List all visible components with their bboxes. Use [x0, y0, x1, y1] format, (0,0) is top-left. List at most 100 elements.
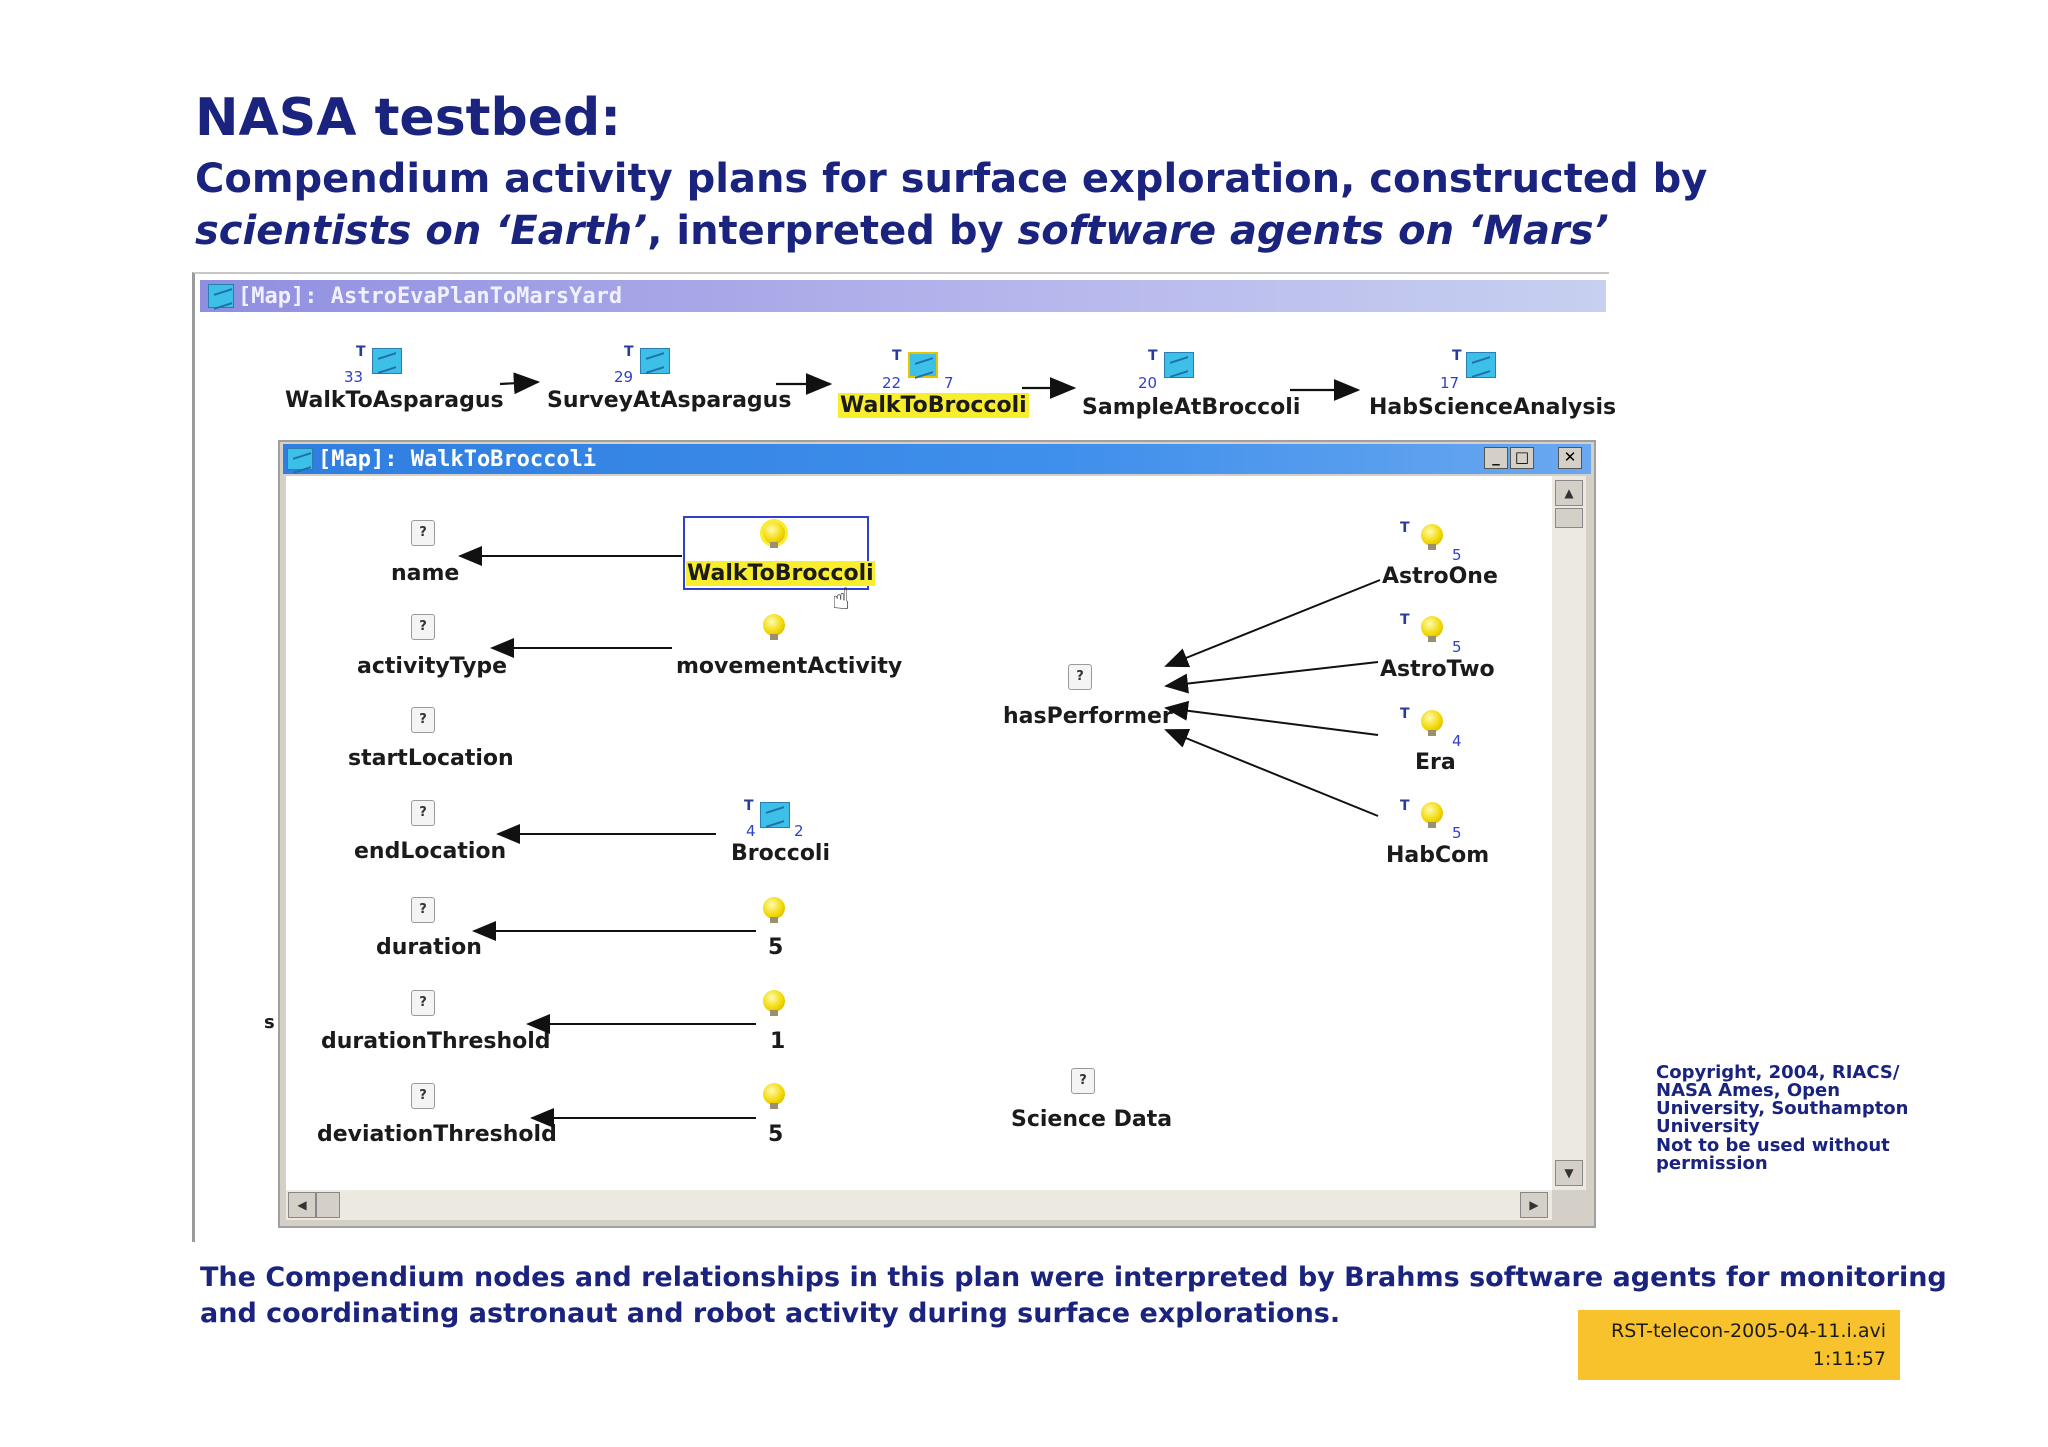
lightbulb-icon [763, 522, 785, 548]
node-label: SurveyAtAsparagus [547, 388, 792, 413]
idea-node-walk-to-broccoli[interactable]: WalkToBroccoli [686, 561, 875, 586]
question-node-science-data[interactable]: Science Data [1011, 1107, 1173, 1132]
vertical-scrollbar[interactable]: ▲ ▼ [1552, 476, 1586, 1190]
scroll-up-icon[interactable]: ▲ [1555, 480, 1583, 506]
map-node-icon [908, 352, 938, 378]
transclusion-mark: T [892, 348, 902, 364]
lightbulb-icon [1421, 524, 1443, 550]
attr-has-performer[interactable]: hasPerformer [1003, 704, 1173, 729]
map-node-icon [208, 284, 234, 308]
attr-start-location[interactable]: startLocation [348, 746, 514, 771]
close-button[interactable]: ✕ [1558, 447, 1582, 469]
subtitle-mars: software agents on ‘Mars’ [1017, 208, 1609, 254]
transclusion-mark: T [1400, 520, 1410, 536]
node-count: 17 [1440, 374, 1460, 392]
performer-era[interactable]: Era [1415, 750, 1456, 775]
scroll-right-icon[interactable]: ▶ [1520, 1192, 1548, 1218]
copyright-line: Copyright, 2004, RIACS/ [1656, 1062, 1900, 1083]
scroll-left-icon[interactable]: ◀ [288, 1192, 316, 1218]
question-node-icon: ? [411, 520, 435, 546]
transclusion-mark: T [744, 798, 754, 814]
attr-deviation-threshold[interactable]: deviationThreshold [317, 1122, 557, 1147]
node-label: WalkToAsparagus [285, 388, 504, 413]
question-node-icon: ? [411, 800, 435, 826]
performer-habcom[interactable]: HabCom [1386, 843, 1490, 868]
idea-node-deviation-threshold-value[interactable]: 5 [768, 1122, 784, 1147]
stray-text: s [264, 1012, 275, 1033]
outer-window-title: [Map]: AstroEvaPlanToMarsYard [238, 284, 623, 309]
node-count: 5 [1452, 638, 1462, 656]
node-extra-count: 2 [794, 822, 804, 840]
node-count: 22 [882, 374, 902, 392]
node-count: 29 [614, 368, 634, 386]
lightbulb-icon [763, 990, 785, 1016]
lightbulb-icon [1421, 710, 1443, 736]
caption-line1: The Compendium nodes and relationships i… [200, 1262, 1947, 1293]
question-node-icon: ? [411, 614, 435, 640]
caption-line2: and coordinating astronaut and robot act… [200, 1298, 1341, 1329]
attr-duration[interactable]: duration [376, 935, 482, 960]
slide-subtitle-line2: scientists on ‘Earth’, interpreted by so… [195, 208, 1609, 254]
attr-activity-type[interactable]: activityType [357, 654, 508, 679]
idea-node-movement-activity[interactable]: movementActivity [676, 654, 903, 679]
map-node-icon [1164, 352, 1194, 378]
lightbulb-icon [1421, 616, 1443, 642]
map-node-icon [760, 802, 790, 828]
question-node-icon: ? [1071, 1068, 1095, 1094]
node-count: 20 [1138, 374, 1158, 392]
attr-duration-threshold[interactable]: durationThreshold [321, 1029, 551, 1054]
node-label-selected: WalkToBroccoli [838, 393, 1029, 418]
node-count: 5 [1452, 546, 1462, 564]
minimize-button[interactable]: _ [1484, 447, 1508, 469]
node-count: 4 [1452, 732, 1462, 750]
outer-window-titlebar[interactable] [200, 280, 1606, 312]
selected-node-box[interactable] [683, 516, 869, 590]
attr-end-location[interactable]: endLocation [354, 839, 507, 864]
scroll-thumb[interactable] [316, 1192, 340, 1218]
copyright-line: University, Southampton [1656, 1098, 1909, 1119]
idea-node-duration-value[interactable]: 5 [768, 935, 784, 960]
transclusion-mark: T [1452, 348, 1462, 364]
transclusion-mark: T [1148, 348, 1158, 364]
transclusion-mark: T [1400, 798, 1410, 814]
inner-window-titlebar[interactable] [283, 444, 1591, 474]
node-extra-count: 7 [944, 374, 954, 392]
map-node-icon [640, 348, 670, 374]
performer-astro-one[interactable]: AstroOne [1382, 564, 1498, 589]
node-count: 5 [1452, 824, 1462, 842]
transclusion-mark: T [624, 344, 634, 360]
video-filename: RST-telecon-2005-04-11.i.avi [1611, 1320, 1886, 1342]
question-node-icon: ? [411, 1083, 435, 1109]
lightbulb-icon [763, 897, 785, 923]
question-node-icon: ? [411, 707, 435, 733]
node-count: 33 [344, 368, 364, 386]
horizontal-scrollbar[interactable]: ◀ ▶ [286, 1190, 1552, 1220]
lightbulb-icon [1421, 802, 1443, 828]
transclusion-mark: T [1400, 612, 1410, 628]
copyright-line: permission [1656, 1153, 1768, 1174]
attr-name[interactable]: name [391, 561, 460, 586]
copyright-line: University [1656, 1116, 1760, 1137]
question-node-icon: ? [411, 897, 435, 923]
scroll-down-icon[interactable]: ▼ [1555, 1160, 1583, 1186]
node-count: 4 [746, 822, 756, 840]
question-node-icon: ? [1068, 664, 1092, 690]
video-source-badge: RST-telecon-2005-04-11.i.avi 1:11:57 [1578, 1310, 1900, 1380]
map-node-icon [287, 448, 313, 470]
maximize-button[interactable]: □ [1510, 447, 1534, 469]
slide-subtitle-line1: Compendium activity plans for surface ex… [195, 156, 1708, 202]
idea-node-duration-threshold-value[interactable]: 1 [770, 1029, 786, 1054]
inner-window-title: [Map]: WalkToBroccoli [318, 447, 597, 472]
lightbulb-icon [763, 1083, 785, 1109]
scroll-thumb[interactable] [1555, 508, 1583, 528]
lightbulb-icon [763, 614, 785, 640]
node-label: SampleAtBroccoli [1082, 395, 1301, 420]
map-node-broccoli[interactable]: Broccoli [731, 841, 831, 866]
node-label: HabScienceAnalysis [1369, 395, 1617, 420]
subtitle-earth: scientists on ‘Earth’ [195, 208, 648, 254]
performer-astro-two[interactable]: AstroTwo [1380, 657, 1495, 682]
map-node-icon [1466, 352, 1496, 378]
subtitle-middle: , interpreted by [647, 208, 1018, 254]
slide-title: NASA testbed: [195, 88, 622, 148]
